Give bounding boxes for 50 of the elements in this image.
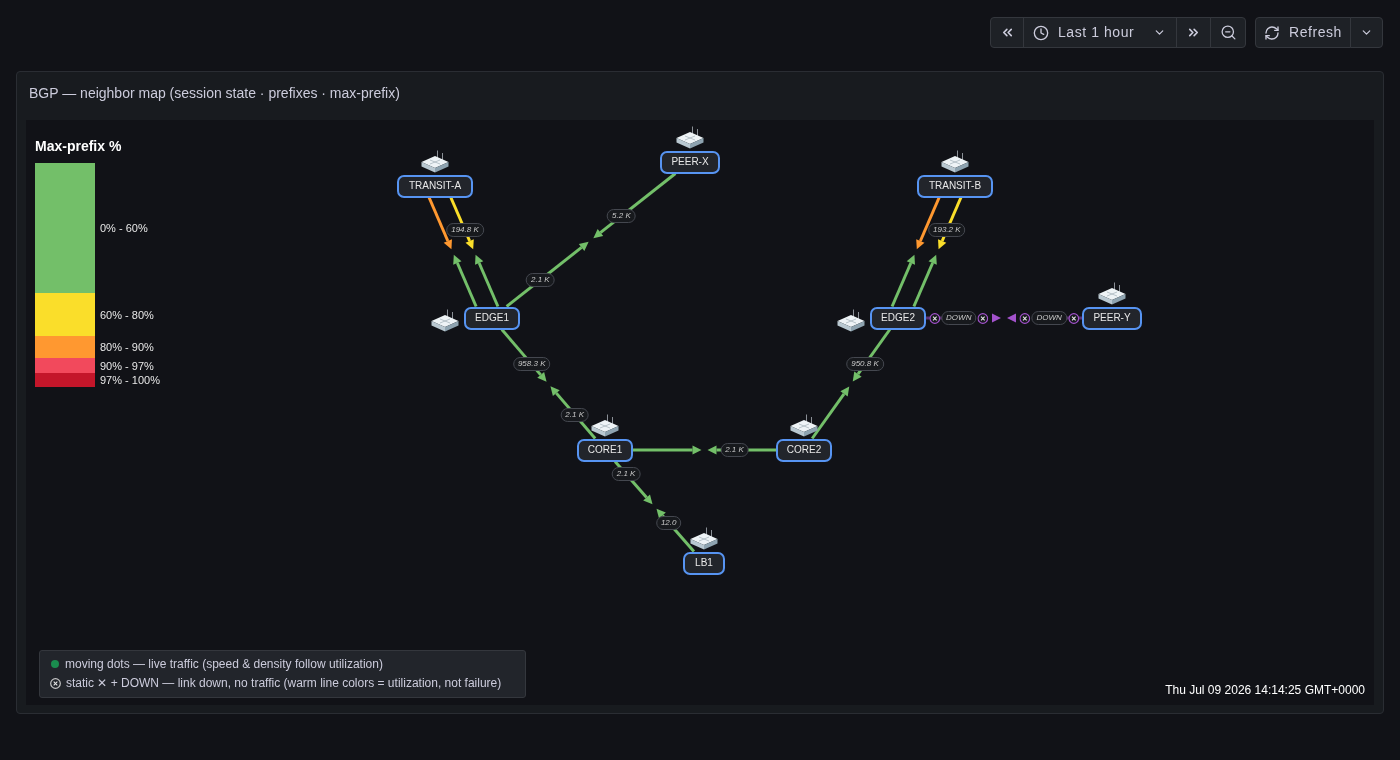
link-arrow (633, 445, 702, 455)
legend-heading: Max-prefix % (35, 138, 122, 154)
edge-label: 193.2 K (928, 223, 966, 238)
edge-label: 950.8 K (846, 357, 884, 372)
panel-title: BGP — neighbor map (session state · prefixes · max-prefix) (29, 84, 400, 102)
network-node (464, 306, 520, 330)
edge-label: 12.0 (655, 515, 682, 530)
link-arrow (916, 196, 941, 250)
edge-label: DOWN (1031, 311, 1067, 325)
edge-label: 5.2 K (607, 209, 636, 224)
legend-text: moving dots — live traffic (speed & density follow utilization) (65, 657, 383, 671)
network-node (1082, 306, 1142, 330)
edge-label: 2.1 K (560, 407, 589, 422)
network-node (397, 174, 473, 198)
link-arrow (810, 386, 850, 440)
link-arrow (453, 254, 478, 308)
link-arrow (427, 196, 452, 250)
edge-label: 2.1 K (526, 272, 555, 287)
node-label: CORE1 (587, 444, 623, 456)
link-arrow (912, 254, 937, 308)
node-label: EDGE2 (881, 312, 915, 324)
link-arrow (890, 254, 915, 308)
legend-text: 97% - 100% (100, 373, 160, 387)
node-label: PEER-X (671, 156, 709, 168)
node-label: TRANSIT-A (408, 180, 462, 192)
timestamp: Thu Jul 09 2026 14:14:25 GMT+0000 (1165, 683, 1365, 697)
network-node (683, 551, 725, 575)
legend-text: 0% - 60% (100, 221, 148, 235)
node-label: LB1 (695, 557, 713, 569)
legend-text: 60% - 80% (100, 308, 154, 321)
edge-label: DOWN (941, 311, 977, 325)
edge-label: 958.3 K (512, 357, 551, 372)
node-label: CORE2 (786, 444, 822, 456)
edge-label: 2.1 K (720, 443, 749, 457)
node-label: EDGE1 (475, 312, 509, 324)
refresh-button: Refresh (1255, 17, 1351, 48)
network-node (660, 150, 720, 174)
legend-text: static ✕ + DOWN — link down, no traffic (warm line colors = utilization, not failure) (66, 676, 502, 690)
legend-text: 80% - 90% (100, 340, 154, 354)
edge-label: 2.1 K (611, 467, 641, 482)
network-node (577, 438, 633, 462)
node-label: TRANSIT-B (928, 180, 982, 192)
network-node (776, 438, 832, 462)
network-node (870, 306, 926, 330)
edge-label: 194.8 K (446, 223, 484, 238)
link-arrow (475, 254, 500, 308)
time-range-picker: Last 1 hour (1023, 17, 1177, 48)
node-label: PEER-Y (1093, 312, 1131, 324)
legend-text: 90% - 97% (100, 359, 154, 372)
network-node (917, 174, 993, 198)
